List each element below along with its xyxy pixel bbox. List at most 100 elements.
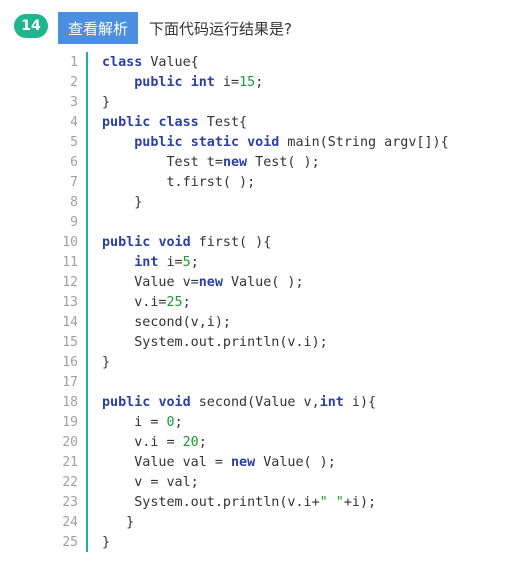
line-number: 8	[70, 194, 78, 210]
code-line: 16}	[58, 352, 498, 372]
code-text: }	[102, 514, 135, 530]
code-gutter-bar	[86, 532, 88, 552]
code-line: 11 int i=5;	[58, 252, 498, 272]
code-line: 8 }	[58, 192, 498, 212]
code-line: 17	[58, 372, 498, 392]
line-number: 24	[62, 514, 78, 530]
code-text: System.out.println(v.i);	[102, 334, 328, 350]
code-gutter-bar	[86, 192, 88, 212]
question-header: 14 查看解析 下面代码运行结果是?	[14, 12, 292, 44]
code-gutter-bar	[86, 92, 88, 112]
line-number: 16	[62, 354, 78, 370]
code-text: public class Test{	[102, 114, 248, 130]
line-number: 13	[62, 294, 78, 310]
line-number: 25	[62, 534, 78, 550]
code-line: 9	[58, 212, 498, 232]
code-text: }	[102, 94, 111, 110]
code-gutter-bar	[86, 492, 88, 512]
code-line: 4 public class Test{	[58, 112, 498, 132]
line-number: 3	[70, 94, 78, 110]
line-number: 12	[62, 274, 78, 290]
code-gutter-bar	[86, 432, 88, 452]
code-line: 10 public void first( ){	[58, 232, 498, 252]
code-gutter-bar	[86, 412, 88, 432]
code-text: }	[102, 354, 111, 370]
code-gutter-bar	[86, 272, 88, 292]
code-gutter-bar	[86, 292, 88, 312]
code-line: 23 System.out.println(v.i+" "+i);	[58, 492, 498, 512]
question-text: 下面代码运行结果是?	[149, 19, 292, 38]
code-line: 7 t.first( );	[58, 172, 498, 192]
code-gutter-bar	[86, 312, 88, 332]
line-number: 4	[70, 114, 78, 130]
code-gutter-bar	[86, 332, 88, 352]
line-number: 15	[62, 334, 78, 350]
code-line: 14 second(v,i);	[58, 312, 498, 332]
line-number: 7	[70, 174, 78, 190]
code-gutter-bar	[86, 512, 88, 532]
code-text: second(v,i);	[102, 314, 231, 330]
code-gutter-bar	[86, 172, 88, 192]
line-number: 10	[62, 234, 78, 250]
code-line: 18 public void second(Value v,int i){	[58, 392, 498, 412]
code-text: class Value{	[102, 54, 199, 70]
code-gutter-bar	[86, 112, 88, 132]
code-text: int i=5;	[134, 254, 199, 270]
line-number: 11	[62, 254, 78, 270]
code-text: }	[102, 534, 111, 550]
code-text: public void first( ){	[102, 234, 272, 250]
code-text: v.i=25;	[102, 294, 191, 310]
code-text: public int i=15;	[134, 74, 264, 90]
code-line: 15 System.out.println(v.i);	[58, 332, 498, 352]
code-line: 3}	[58, 92, 498, 112]
code-gutter-bar	[86, 132, 88, 152]
code-text: System.out.println(v.i+" "+i);	[102, 494, 377, 510]
code-line: 19 i = 0;	[58, 412, 498, 432]
line-number: 22	[62, 474, 78, 490]
code-text: }	[102, 194, 143, 210]
line-number: 23	[62, 494, 78, 510]
code-line: 6 Test t=new Test( );	[58, 152, 498, 172]
line-number: 2	[70, 74, 78, 90]
line-number: 18	[62, 394, 78, 410]
code-text: public static void main(String argv[]){	[134, 134, 449, 150]
code-text: public void second(Value v,int i){	[102, 394, 377, 410]
code-gutter-bar	[86, 212, 88, 232]
code-gutter-bar	[86, 452, 88, 472]
view-analysis-button[interactable]: 查看解析	[58, 12, 139, 44]
code-text: v.i = 20;	[102, 434, 207, 450]
code-gutter-bar	[86, 252, 88, 272]
code-gutter-bar	[86, 472, 88, 492]
line-number: 9	[70, 214, 78, 230]
code-gutter-bar	[86, 352, 88, 372]
code-line: 24 }	[58, 512, 498, 532]
code-line: 12 Value v=new Value( );	[58, 272, 498, 292]
line-number: 21	[62, 454, 78, 470]
line-number: 6	[70, 154, 78, 170]
line-number: 5	[70, 134, 78, 150]
code-line: 22 v = val;	[58, 472, 498, 492]
code-text: i = 0;	[102, 414, 183, 430]
code-line: 21 Value val = new Value( );	[58, 452, 498, 472]
line-number: 17	[62, 374, 78, 390]
code-text: Test t=new Test( );	[102, 154, 320, 170]
line-number: 14	[62, 314, 78, 330]
code-line: 1 class Value{	[58, 52, 498, 72]
code-text: Value v=new Value( );	[102, 274, 304, 290]
code-line: 13 v.i=25;	[58, 292, 498, 312]
line-number: 19	[62, 414, 78, 430]
code-gutter-bar	[86, 232, 88, 252]
line-number: 1	[70, 54, 78, 70]
line-number: 20	[62, 434, 78, 450]
code-line: 25}	[58, 532, 498, 552]
code-line: 20 v.i = 20;	[58, 432, 498, 452]
code-text: t.first( );	[102, 174, 256, 190]
code-text: v = val;	[102, 474, 199, 490]
code-gutter-bar	[86, 72, 88, 92]
code-gutter-bar	[86, 392, 88, 412]
code-gutter-bar	[86, 52, 88, 72]
code-text: Value val = new Value( );	[102, 454, 336, 470]
question-number-badge: 14	[14, 14, 48, 38]
code-line: 2 public int i=15;	[58, 72, 498, 92]
